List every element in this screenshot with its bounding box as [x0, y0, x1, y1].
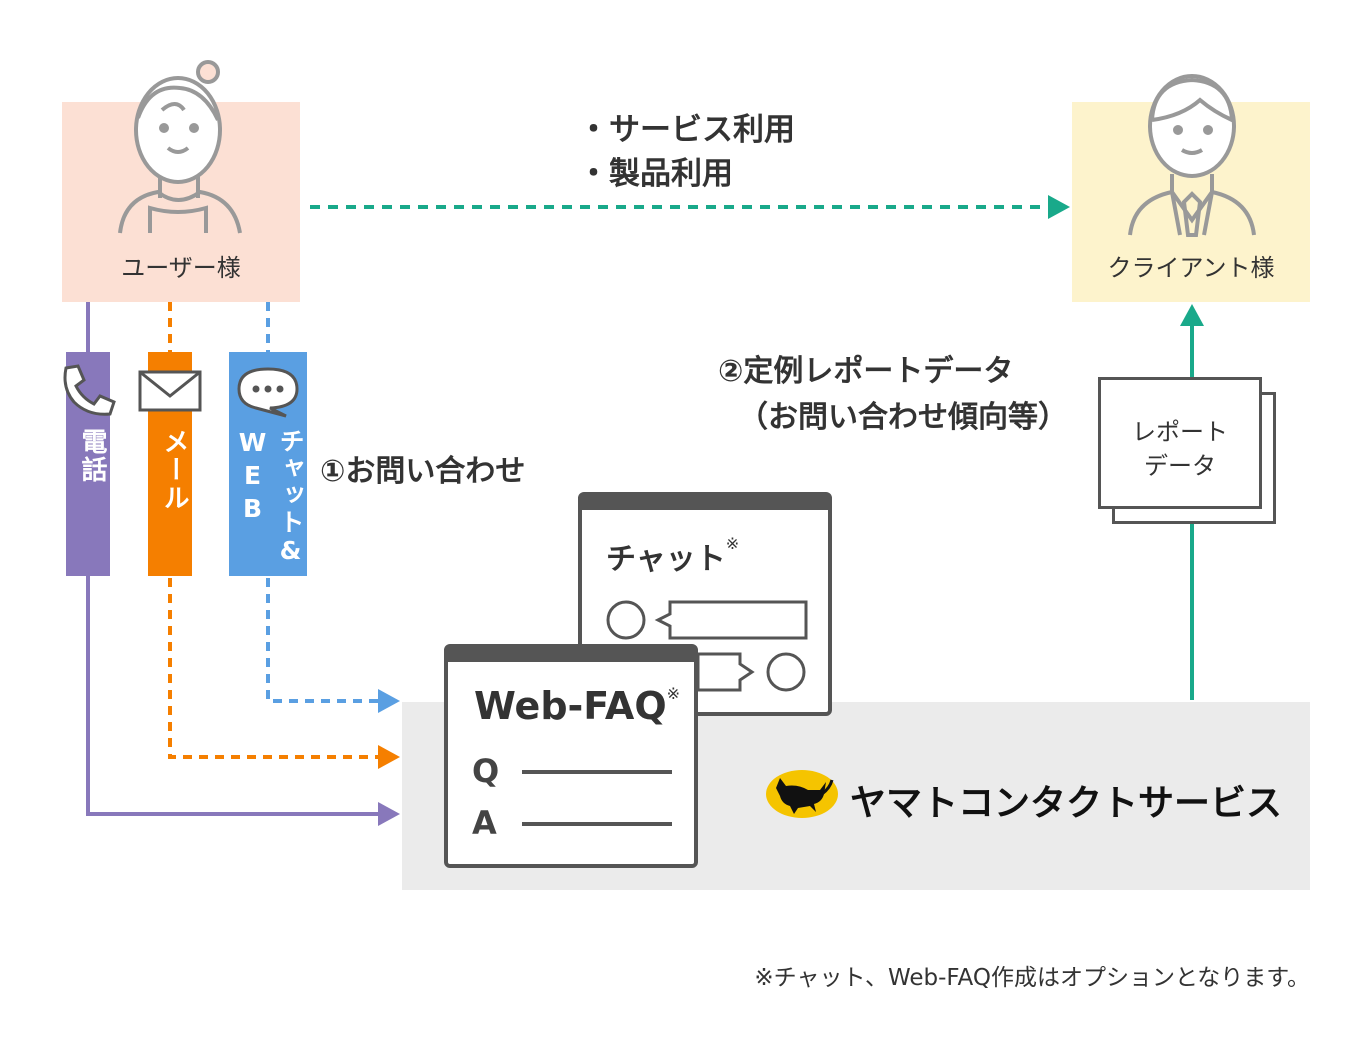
chat-bubble-icon — [237, 367, 299, 418]
footnote: ※チャット、Web-FAQ作成はオプションとなります。 — [754, 965, 1310, 991]
faq-a-line — [522, 822, 672, 826]
client-label: クライアント様 — [1107, 254, 1275, 282]
phone-arrow — [86, 575, 380, 816]
mail-icon — [138, 370, 202, 412]
faq-window-title: Web-FAQ — [474, 684, 667, 728]
inquiry-label: ①お問い合わせ — [320, 454, 526, 489]
chat-web-channel-label-a: チャット& — [276, 428, 305, 567]
service-name: ヤマトコンタクトサービス — [850, 783, 1283, 824]
user-label: ユーザー様 — [121, 254, 241, 282]
female-user-icon — [118, 60, 242, 234]
phone-channel-label: 電話 — [77, 428, 107, 484]
service-usage-arrowhead — [1048, 195, 1070, 219]
report-doc — [1098, 377, 1262, 509]
mail-arrow — [168, 578, 380, 759]
faq-q: Q — [472, 752, 500, 790]
mail-channel-label: メール — [159, 428, 189, 512]
chat-window-title: チャット — [606, 542, 726, 577]
product-usage-label: ・製品利用 — [578, 156, 733, 192]
black-cat-logo-icon — [766, 770, 838, 818]
chat-conversation-icon — [606, 600, 808, 692]
report-doc-line2: データ — [1144, 452, 1216, 480]
male-client-icon — [1128, 74, 1256, 237]
faq-window: Web-FAQ※ Q A — [444, 644, 698, 868]
report-label-line1: ②定例レポートデータ — [718, 354, 1014, 389]
chat-window-mark: ※ — [725, 534, 740, 553]
chat-arrow — [266, 578, 380, 703]
faq-window-mark: ※ — [666, 684, 681, 703]
faq-a: A — [472, 804, 497, 842]
phone-icon — [63, 364, 116, 416]
faq-q-line — [522, 770, 672, 774]
chat-web-channel-label-b: WEB — [238, 428, 267, 527]
service-usage-label: ・サービス利用 — [578, 112, 795, 148]
report-label-line2: （お問い合わせ傾向等） — [738, 400, 1068, 435]
report-arrowhead — [1180, 304, 1204, 326]
report-doc-line1: レポート — [1132, 418, 1228, 446]
